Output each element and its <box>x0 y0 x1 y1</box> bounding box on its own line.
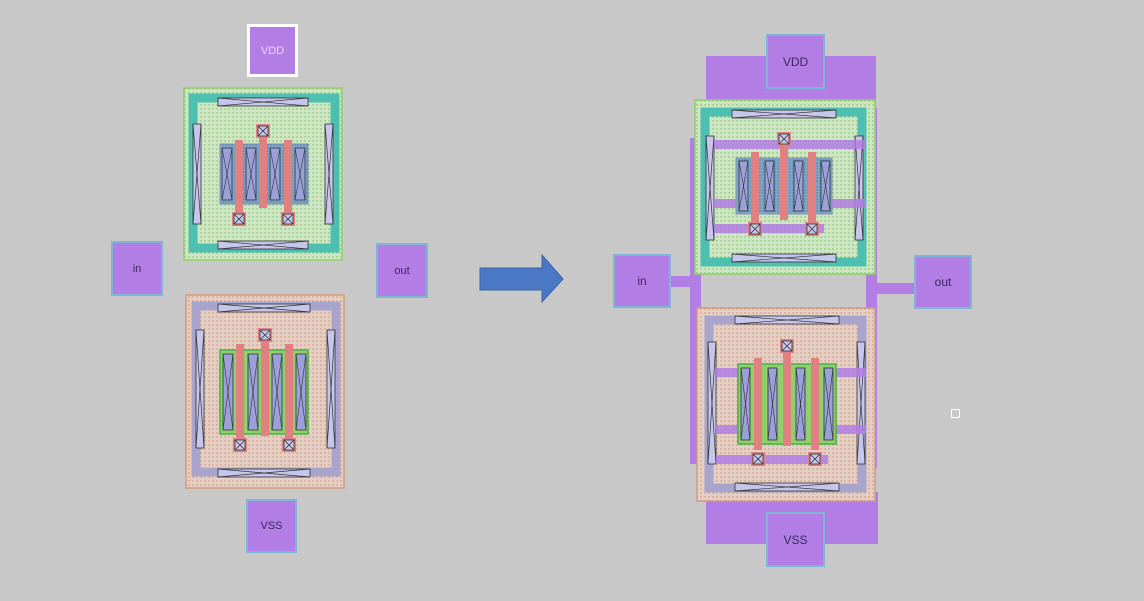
before-pmos-cell <box>183 87 343 261</box>
before-vdd-pin[interactable]: VDD <box>247 24 298 77</box>
before-in-pin[interactable]: in <box>111 241 163 296</box>
before-out-pin[interactable]: out <box>376 243 428 298</box>
transform-arrow <box>479 253 564 304</box>
after-nmos-cell <box>696 307 876 502</box>
after-vdd-pin[interactable]: VDD <box>766 34 825 89</box>
before-vss-pin[interactable]: VSS <box>246 499 297 553</box>
after-out-pin[interactable]: out <box>914 255 972 309</box>
selection-cursor[interactable] <box>951 409 960 418</box>
after-vss-pin[interactable]: VSS <box>766 512 825 567</box>
after-pmos-cell <box>694 99 876 275</box>
after-in-pin[interactable]: in <box>613 254 671 308</box>
before-nmos-cell <box>185 294 345 489</box>
